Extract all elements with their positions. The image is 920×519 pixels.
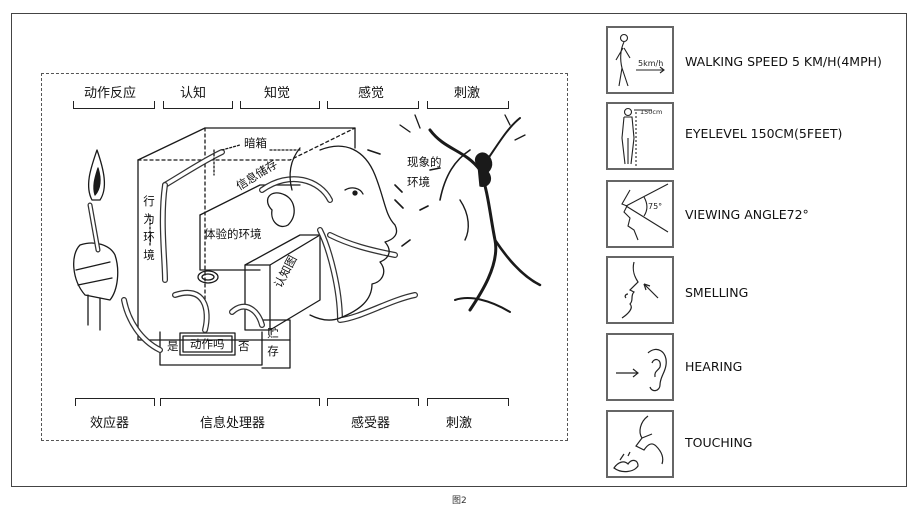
top-label-action-response: 动作反应 <box>84 86 137 101</box>
sense-label-touching: TOUCHING <box>685 435 753 450</box>
cognitive-map-box <box>244 234 321 331</box>
top-bracket-sensation <box>327 101 419 109</box>
figure-caption: 图2 <box>452 496 467 506</box>
bottom-bracket-processor <box>160 398 320 406</box>
sense-label-walking-speed: WALKING SPEED 5 KM/H(4MPH) <box>685 54 882 69</box>
sense-label-smelling: SMELLING <box>685 285 749 300</box>
top-bracket-stimulus <box>427 101 509 109</box>
ear-shape <box>267 192 295 228</box>
sense-label-viewing-angle: VIEWING ANGLE72° <box>685 207 809 222</box>
label-dark-box: 暗箱 <box>244 136 267 150</box>
bottom-bracket-effector <box>75 398 155 406</box>
label-experienced-env: 体验的环境 <box>204 227 262 241</box>
bottom-label-info-processor: 信息处理器 <box>200 416 266 431</box>
bottom-label-stimulus: 刺激 <box>446 416 473 431</box>
label-yes: 是 <box>167 339 179 353</box>
bottom-bracket-receptor <box>327 398 419 406</box>
label-action-question: 动作吗 <box>190 337 225 351</box>
top-bracket-cognition <box>163 101 233 109</box>
sense-label-eyelevel: EYELEVEL 150CM(5FEET) <box>685 126 843 141</box>
standing-person-icon: 150cm <box>606 102 674 170</box>
top-label-perception: 知觉 <box>264 86 291 101</box>
top-label-stimulus: 刺激 <box>454 86 481 101</box>
figure-frame <box>11 13 907 487</box>
candle-flame <box>88 149 106 201</box>
viewing-angle-icon: 75° <box>606 180 674 248</box>
svg-text:5km/h: 5km/h <box>638 59 663 68</box>
action-question-box <box>179 332 236 356</box>
nose-icon <box>606 256 674 324</box>
bottom-bracket-stimulus <box>427 398 509 406</box>
hand-touch-icon <box>606 410 674 478</box>
svg-text:75°: 75° <box>648 202 662 211</box>
sense-label-hearing: HEARING <box>685 359 743 374</box>
label-phenomenal-env-2: 环境 <box>407 175 430 189</box>
bird-shape <box>474 152 493 187</box>
head-profile <box>319 145 398 319</box>
tree-trunk <box>428 128 498 312</box>
diagram-dashed-frame <box>41 73 568 441</box>
hand-shape <box>73 242 119 301</box>
label-store: 贮 存 <box>267 326 279 358</box>
top-bracket-perception <box>240 101 320 109</box>
svg-text:150cm: 150cm <box>640 108 662 116</box>
top-label-sensation: 感觉 <box>358 86 385 101</box>
dark-box-front-left <box>137 159 291 341</box>
top-label-cognition: 认知 <box>180 86 207 101</box>
label-phenomenal-env: 现象的 <box>407 155 442 169</box>
top-bracket-action <box>73 101 155 109</box>
dark-box-top-edge <box>137 127 356 161</box>
label-no: 否 <box>238 339 250 353</box>
ear-icon <box>606 333 674 401</box>
bottom-label-effector: 效应器 <box>90 416 130 431</box>
bottom-label-receptor: 感受器 <box>351 416 391 431</box>
label-behavior-env: 行 为 环 境 <box>143 194 155 262</box>
walking-person-icon: 5km/h <box>606 26 674 94</box>
